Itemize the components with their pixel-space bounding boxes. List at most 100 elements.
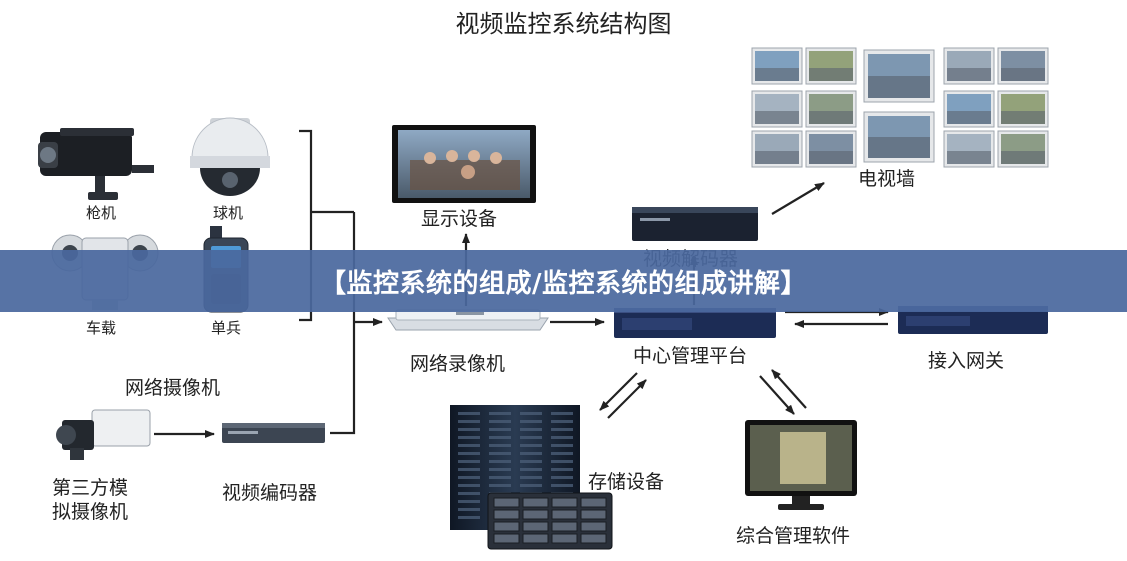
dome-camera-label: 球机 bbox=[213, 204, 244, 222]
analog-camera-label-line2: 拟摄像机 bbox=[52, 501, 129, 523]
rack-vent bbox=[551, 428, 573, 431]
rack-vent bbox=[458, 516, 480, 519]
rack-vent bbox=[551, 460, 573, 463]
software-to-platform-arrow bbox=[771, 369, 807, 409]
drive-bay bbox=[522, 533, 549, 544]
soldier-device-label: 单兵 bbox=[211, 319, 242, 337]
rack-vent bbox=[551, 484, 573, 487]
dome-camera-icon bbox=[190, 117, 270, 196]
storage-label: 存储设备 bbox=[588, 471, 665, 493]
software-monitor-icon bbox=[745, 420, 857, 510]
nvr-label: 网络录像机 bbox=[410, 353, 506, 375]
tv-wall-screen bbox=[943, 90, 995, 128]
drive-bay bbox=[551, 521, 578, 532]
rack-vent bbox=[551, 476, 573, 479]
rack-vent bbox=[458, 484, 480, 487]
rack-vent bbox=[520, 468, 542, 471]
rack-vent bbox=[489, 412, 511, 415]
drive-bay bbox=[551, 533, 578, 544]
tv-wall-label: 电视墙 bbox=[858, 168, 916, 190]
rack-vent bbox=[551, 412, 573, 415]
network-camera-label: 网络摄像机 bbox=[125, 377, 221, 399]
drive-bay bbox=[551, 497, 578, 508]
platform-to-software-arrow bbox=[759, 375, 795, 415]
drive-bay bbox=[580, 497, 607, 508]
gun-camera-icon bbox=[38, 128, 154, 200]
drive-bay bbox=[580, 533, 607, 544]
rack-vent bbox=[458, 476, 480, 479]
drive-bay bbox=[551, 509, 578, 520]
camera-group-bracket bbox=[299, 129, 313, 322]
drive-bay bbox=[493, 497, 520, 508]
rack-vent bbox=[458, 452, 480, 455]
rack-vent bbox=[520, 412, 542, 415]
drive-bay bbox=[580, 521, 607, 532]
rack-vent bbox=[489, 476, 511, 479]
tv-wall-screen bbox=[805, 90, 857, 128]
rack-vent bbox=[520, 436, 542, 439]
storage-rack-icon bbox=[450, 405, 613, 550]
analog-camera-icon bbox=[56, 409, 151, 460]
rack-vent bbox=[458, 500, 480, 503]
rack-vent bbox=[551, 444, 573, 447]
drive-bay bbox=[580, 509, 607, 520]
rack-vent bbox=[551, 468, 573, 471]
rack-vent bbox=[551, 420, 573, 423]
rack-vent bbox=[458, 444, 480, 447]
drive-bay bbox=[522, 497, 549, 508]
drive-bay bbox=[493, 533, 520, 544]
display-monitor-icon bbox=[392, 125, 536, 203]
drive-bay bbox=[493, 521, 520, 532]
rack-vent bbox=[458, 420, 480, 423]
analog-camera-label-line1: 第三方模 bbox=[52, 477, 129, 499]
platform-to-storage-arrow bbox=[599, 372, 638, 411]
decoder-to-tvwall-arrow bbox=[771, 182, 825, 215]
storage-to-platform-arrow bbox=[607, 379, 647, 419]
vehicle-camera-label: 车载 bbox=[86, 319, 117, 337]
tv-wall-screen bbox=[751, 47, 803, 85]
video-decoder-icon bbox=[632, 207, 758, 241]
tv-wall-screen bbox=[943, 47, 995, 85]
banner-text: 【监控系统的组成/监控系统的组成讲解】 bbox=[320, 268, 807, 299]
drive-bay bbox=[522, 509, 549, 520]
rack-vent bbox=[520, 428, 542, 431]
rack-vent bbox=[520, 444, 542, 447]
rack-vent bbox=[489, 452, 511, 455]
drive-bay bbox=[493, 509, 520, 520]
gun-camera-label: 枪机 bbox=[86, 204, 117, 222]
rack-vent bbox=[489, 460, 511, 463]
rack-vent bbox=[520, 476, 542, 479]
rack-vent bbox=[458, 428, 480, 431]
tv-wall-icon bbox=[751, 47, 1049, 168]
tv-wall-screen bbox=[997, 90, 1049, 128]
rack-vent bbox=[458, 492, 480, 495]
tv-wall-screen bbox=[751, 130, 803, 168]
rack-vent bbox=[458, 460, 480, 463]
diagram-title: 视频监控系统结构图 bbox=[455, 10, 672, 38]
rack-vent bbox=[520, 452, 542, 455]
access-gateway-label: 接入网关 bbox=[928, 350, 1005, 372]
central-platform-label: 中心管理平台 bbox=[633, 345, 748, 367]
rack-vent bbox=[458, 436, 480, 439]
video-encoder-label: 视频编码器 bbox=[222, 482, 318, 504]
software-label: 综合管理软件 bbox=[736, 525, 851, 547]
video-encoder-icon bbox=[222, 423, 325, 443]
rack-vent bbox=[520, 484, 542, 487]
tv-wall-screen bbox=[943, 130, 995, 168]
nvr-icon bbox=[387, 309, 549, 331]
tv-wall-main-screen bbox=[863, 111, 935, 163]
tv-wall-screen bbox=[805, 47, 857, 85]
analog-camera-label: 第三方模 拟摄像机 bbox=[52, 476, 128, 524]
tv-wall-main-screen bbox=[863, 49, 935, 103]
rack-vent bbox=[551, 436, 573, 439]
tv-wall-screen bbox=[805, 130, 857, 168]
tv-wall-screen bbox=[751, 90, 803, 128]
rack-vent bbox=[458, 508, 480, 511]
rack-vent bbox=[489, 484, 511, 487]
rack-vent bbox=[489, 428, 511, 431]
rack-vent bbox=[489, 436, 511, 439]
central-platform-icon bbox=[614, 308, 776, 338]
rack-vent bbox=[489, 444, 511, 447]
